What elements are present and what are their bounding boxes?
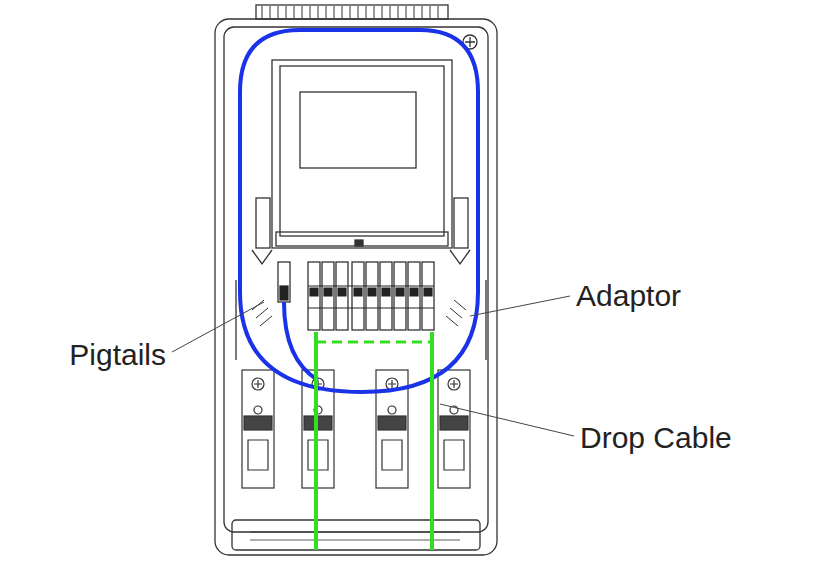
pigtail-fiber: [284, 302, 318, 380]
part-label: Adaptor: [576, 279, 681, 313]
fiber-loop: [240, 30, 478, 392]
drop-cable: [316, 332, 432, 550]
part-label: Drop Cable: [580, 421, 732, 455]
adaptor-row: [278, 262, 434, 330]
leader-lines: [172, 296, 574, 436]
part-label: Pigtails: [69, 338, 166, 372]
enclosure: [215, 5, 497, 555]
cable-clamps: [242, 370, 470, 488]
